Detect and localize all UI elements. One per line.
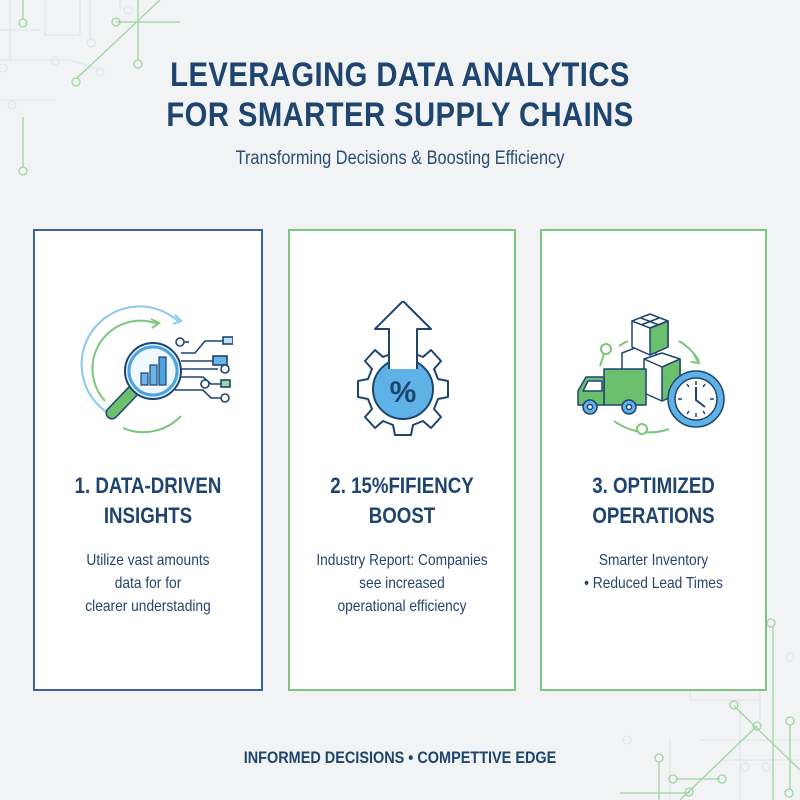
card-efficiency-boost: % 2. 15%FIFIENCY BOOST Industry Report: … [288, 229, 516, 691]
page-subtitle: Transforming Decisions & Boosting Effici… [235, 148, 565, 169]
card-title: 2. 15%FIFIENCY BOOST [330, 473, 474, 528]
card-title: 3. OPTIMIZED OPERATIONS [592, 473, 715, 528]
card-body: Utilize vast amounts data for for cleare… [85, 552, 211, 615]
card-title: 1. DATA-DRIVEN INSIGHTS [74, 473, 222, 528]
card-body: Industry Report: Companies see increased… [316, 552, 488, 615]
title-line-2: FOR SMARTER SUPPLY CHAINS [166, 96, 634, 134]
card-optimized-operations: 3. OPTIMIZED OPERATIONS Smarter Inventor… [540, 229, 767, 691]
page-title: LEVERAGING DATA ANALYTICS FOR SMARTER SU… [56, 55, 744, 135]
title-line-1: LEVERAGING DATA ANALYTICS [170, 56, 630, 94]
magnifier-bar-chart-icon [80, 305, 233, 434]
truck-boxes-clock-icon [576, 313, 725, 435]
card-body: Smarter Inventory • Reduced Lead Times [584, 552, 723, 592]
gear-percent-arrow-icon: % [357, 301, 449, 436]
footer-tagline: INFORMED DECISIONS • COMPETTIVE EDGE [243, 748, 557, 767]
svg-text:%: % [390, 376, 417, 409]
card-data-driven-insights: 1. DATA-DRIVEN INSIGHTS Utilize vast amo… [33, 229, 263, 691]
